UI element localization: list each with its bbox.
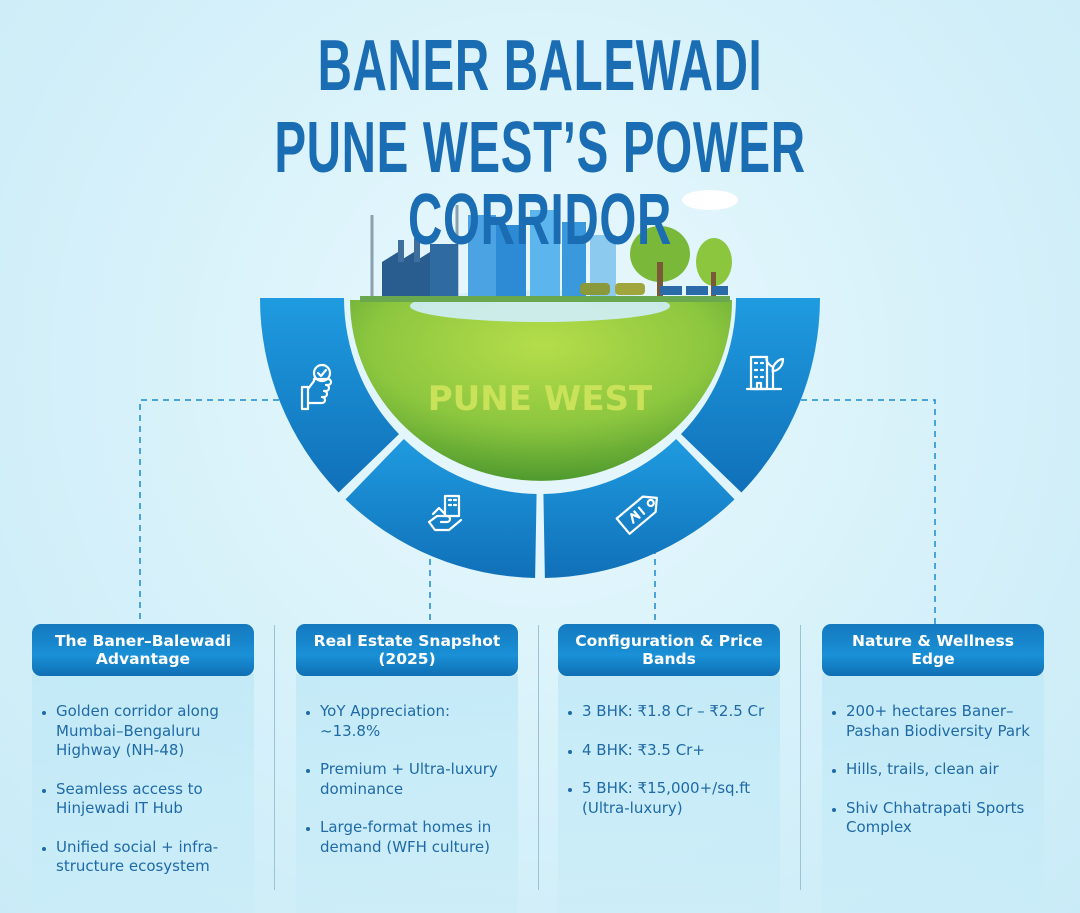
- card-real-estate-snapshot: Real Estate Snapshot (2025) YoY Apprecia…: [296, 624, 518, 913]
- list-item: Golden corridor along Mumbai–Bengaluru H…: [56, 702, 250, 761]
- list-item: Seamless access to Hinjewadi IT Hub: [56, 780, 250, 819]
- list-item: 4 BHK: ₹3.5 Cr+: [582, 741, 776, 761]
- hand-holding-house-icon: [427, 494, 463, 532]
- connector-4: [790, 399, 936, 624]
- title-line-2: PUNE WEST’S POWER CORRIDOR: [274, 108, 806, 260]
- list-item: 5 BHK: ₹15,000+/sq.ft (Ultra-luxury): [582, 779, 776, 818]
- card-list: 200+ hectares Baner–Pashan Biodiversity …: [830, 702, 1040, 857]
- card-heading: Real Estate Snapshot (2025): [296, 624, 518, 676]
- card-body: [296, 674, 518, 913]
- ring-segment-2: [345, 438, 537, 578]
- list-item: Unified social + infra-structure ecosyst…: [56, 838, 250, 877]
- column-divider: [274, 625, 275, 890]
- ring-segment-4: [680, 298, 820, 493]
- card-list: Golden corridor along Mumbai–Bengaluru H…: [40, 702, 250, 896]
- globe-label: PUNE WEST: [428, 379, 653, 419]
- ring-segment-1: [260, 298, 400, 493]
- column-divider: [800, 625, 801, 890]
- card-configuration-price: Configuration & Price Bands 3 BHK: ₹1.8 …: [558, 624, 780, 913]
- globe-hemisphere: [350, 300, 732, 481]
- building-plant-icon: [745, 355, 785, 391]
- card-body: [32, 674, 254, 913]
- list-item: 3 BHK: ₹1.8 Cr – ₹2.5 Cr: [582, 702, 776, 722]
- list-item: YoY Appreciation: ~13.8%: [320, 702, 514, 741]
- list-item: Shiv Chhatrapati Sports Complex: [846, 799, 1040, 838]
- ring-segments: [260, 298, 820, 578]
- list-item: 200+ hectares Baner–Pashan Biodiversity …: [846, 702, 1040, 741]
- card-heading: The Baner–Balewadi Advantage: [32, 624, 254, 676]
- column-divider: [538, 625, 539, 890]
- list-item: Hills, trails, clean air: [846, 760, 1040, 780]
- connectors: [139, 399, 936, 624]
- list-item: Premium + Ultra-luxury dominance: [320, 760, 514, 799]
- card-body: [822, 674, 1044, 913]
- card-list: 3 BHK: ₹1.8 Cr – ₹2.5 Cr 4 BHK: ₹3.5 Cr+…: [566, 702, 776, 837]
- title-line-1: BANER BALEWADI: [317, 26, 763, 106]
- card-list: YoY Appreciation: ~13.8% Premium + Ultra…: [304, 702, 514, 876]
- card-nature-wellness: Nature & Wellness Edge 200+ hectares Ban…: [822, 624, 1044, 913]
- card-body: [558, 674, 780, 913]
- card-advantage: The Baner–Balewadi Advantage Golden corr…: [32, 624, 254, 913]
- connector-1: [139, 399, 290, 624]
- thumbs-up-check-icon: [300, 363, 333, 411]
- price-tag-icon: [615, 495, 658, 535]
- card-heading: Configuration & Price Bands: [558, 624, 780, 676]
- card-heading: Nature & Wellness Edge: [822, 624, 1044, 676]
- city-skyline-illustration: [360, 190, 738, 302]
- list-item: Large-format homes in demand (WFH cultur…: [320, 818, 514, 857]
